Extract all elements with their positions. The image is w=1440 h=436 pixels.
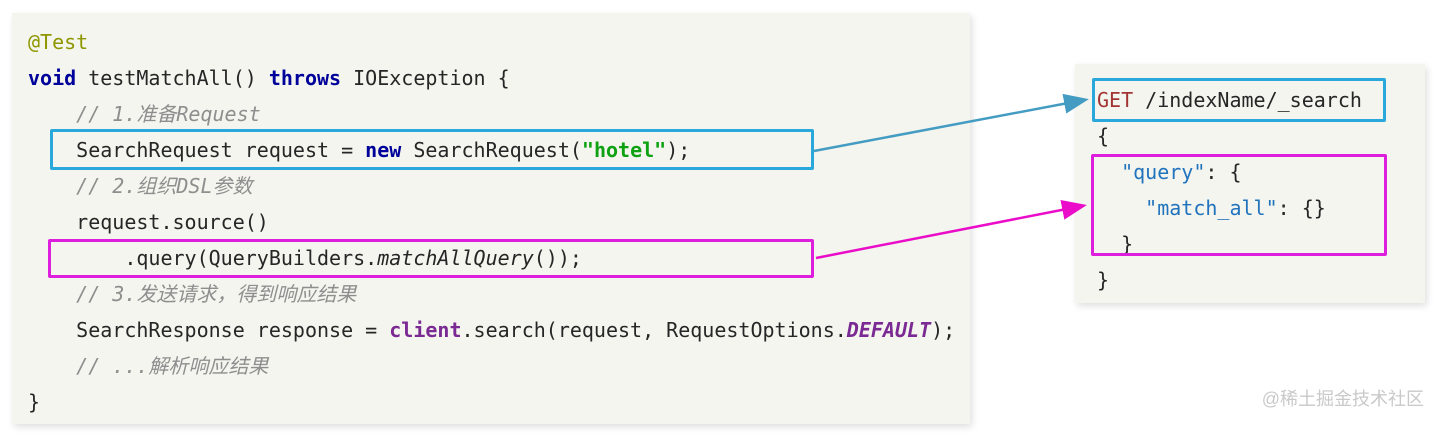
code-token-plain: /indexName/_search xyxy=(1133,88,1362,112)
code-token-plain: IOException { xyxy=(341,66,510,90)
code-token-plain: : {} xyxy=(1277,196,1326,220)
code-token-plain: SearchResponse response = xyxy=(28,318,390,342)
code-token-plain xyxy=(1097,160,1121,184)
code-token-plain: } xyxy=(28,390,41,414)
code-line: request.source() xyxy=(28,204,970,240)
code-token-plain: .search(request, RequestOptions. xyxy=(461,318,847,342)
code-token-plain: { xyxy=(1097,124,1110,148)
code-token-key: "match_all" xyxy=(1145,196,1278,220)
code-token-plain: } xyxy=(1097,232,1134,256)
code-token-plain: ()); xyxy=(533,246,582,270)
java-code-panel: @Test void testMatchAll() throws IOExcept… xyxy=(12,13,970,424)
code-token-plain: testMatchAll() xyxy=(76,66,269,90)
code-token-string: "hotel" xyxy=(581,138,667,162)
code-token-constant: DEFAULT xyxy=(846,318,932,342)
code-token-keyword: void xyxy=(28,66,77,90)
code-token-keyword: throws xyxy=(268,66,342,90)
code-line: // ...解析响应结果 xyxy=(28,348,970,384)
code-token-comment: // ...解析响应结果 xyxy=(28,354,269,378)
dsl-code: GET /indexName/_search { "query": { "matc… xyxy=(1097,82,1425,298)
code-line: GET /indexName/_search xyxy=(1097,82,1425,118)
code-token-annotation: @Test xyxy=(28,30,89,54)
code-token-plain: .query(QueryBuilders. xyxy=(28,246,378,270)
code-token-key: "query" xyxy=(1121,160,1206,184)
code-token-http: GET xyxy=(1097,88,1134,112)
code-token-comment: // 2.组织DSL参数 xyxy=(28,174,253,198)
code-token-plain xyxy=(1097,196,1145,220)
code-line: } xyxy=(28,384,970,420)
code-line: { xyxy=(1097,118,1425,154)
code-line: SearchResponse response = client.search(… xyxy=(28,312,970,348)
code-line: "match_all": {} xyxy=(1097,190,1425,226)
code-token-plain: ); xyxy=(666,138,691,162)
code-line: } xyxy=(1097,226,1425,262)
code-token-keyword: new xyxy=(365,138,402,162)
code-token-comment: // 3.发送请求，得到响应结果 xyxy=(28,282,357,306)
code-line: void testMatchAll() throws IOException { xyxy=(28,60,970,96)
code-line: // 2.组织DSL参数 xyxy=(28,168,970,204)
code-line: .query(QueryBuilders.matchAllQuery()); xyxy=(28,240,970,276)
code-token-plain: : { xyxy=(1205,160,1242,184)
code-line: SearchRequest request = new SearchReques… xyxy=(28,132,970,168)
watermark: @稀土掘金技术社区 xyxy=(1261,389,1424,409)
code-line: @Test xyxy=(28,24,970,60)
code-token-plain: ); xyxy=(931,318,956,342)
code-token-plain: } xyxy=(1097,268,1110,292)
java-code: @Test void testMatchAll() throws IOExcept… xyxy=(28,24,970,420)
code-line: // 3.发送请求，得到响应结果 xyxy=(28,276,970,312)
code-token-method: matchAllQuery xyxy=(377,246,534,270)
code-token-plain: SearchRequest request = xyxy=(28,138,366,162)
code-token-comment: // 1.准备Request xyxy=(28,102,261,126)
dsl-request-panel: GET /indexName/_search { "query": { "matc… xyxy=(1075,64,1425,303)
code-token-plain: request.source() xyxy=(28,210,269,234)
code-line: } xyxy=(1097,262,1425,298)
code-token-plain: SearchRequest( xyxy=(401,138,582,162)
code-line: "query": { xyxy=(1097,154,1425,190)
code-line: // 1.准备Request xyxy=(28,96,970,132)
code-token-member: client xyxy=(389,318,462,342)
